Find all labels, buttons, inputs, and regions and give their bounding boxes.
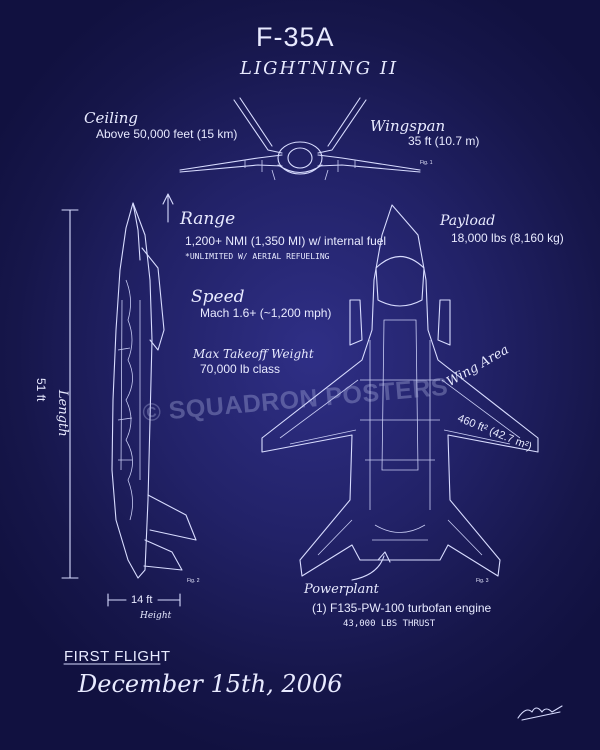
page-title: F-35A [256, 22, 335, 52]
first-flight-date: December 15th, 2006 [78, 670, 343, 698]
max-takeoff-weight-label: Max Takeoff Weight [193, 347, 314, 361]
first-flight-heading: FIRST FLIGHT [64, 648, 171, 665]
range-label: Range [180, 209, 236, 229]
length-value: 51 ft [34, 378, 48, 402]
powerplant-arrow [351, 551, 391, 581]
range-arrow [162, 193, 174, 223]
range-note: *UNLIMITED W/ AERIAL REFUELING [185, 252, 330, 261]
page-subtitle: LIGHTNING II [240, 58, 399, 79]
powerplant-label: Powerplant [304, 582, 379, 597]
max-takeoff-weight-value: 70,000 lb class [200, 362, 281, 376]
length-dimension-line [61, 209, 79, 579]
height-label: Height [140, 611, 172, 621]
ceiling-label: Ceiling [84, 109, 139, 127]
figure-2-caption: Fig. 2 [187, 578, 200, 584]
payload-label: Payload [440, 213, 496, 229]
powerplant-thrust: 43,000 LBS THRUST [343, 619, 436, 629]
powerplant-value: (1) F135-PW-100 turbofan engine [312, 601, 492, 615]
front-view-drawing [179, 97, 421, 181]
height-value: 14 ft [131, 594, 153, 606]
payload-value: 18,000 lbs (8,160 kg) [451, 231, 564, 245]
wingspan-value: 35 ft (10.7 m) [408, 134, 480, 148]
range-value: 1,200+ NMI (1,350 MI) w/ internal fuel [185, 234, 387, 248]
artist-signature [517, 705, 563, 721]
speed-label: Speed [191, 287, 245, 307]
ceiling-value: Above 50,000 feet (15 km) [96, 127, 238, 141]
length-label: Length [55, 390, 70, 437]
figure-1-caption: Fig. 1 [420, 160, 433, 166]
top-view-drawing [261, 204, 539, 577]
side-view-drawing [111, 202, 197, 579]
figure-3-caption: Fig. 3 [476, 578, 489, 584]
speed-value: Mach 1.6+ (~1,200 mph) [200, 306, 332, 320]
wingspan-label: Wingspan [370, 117, 446, 135]
height-dimension-line [107, 593, 181, 607]
